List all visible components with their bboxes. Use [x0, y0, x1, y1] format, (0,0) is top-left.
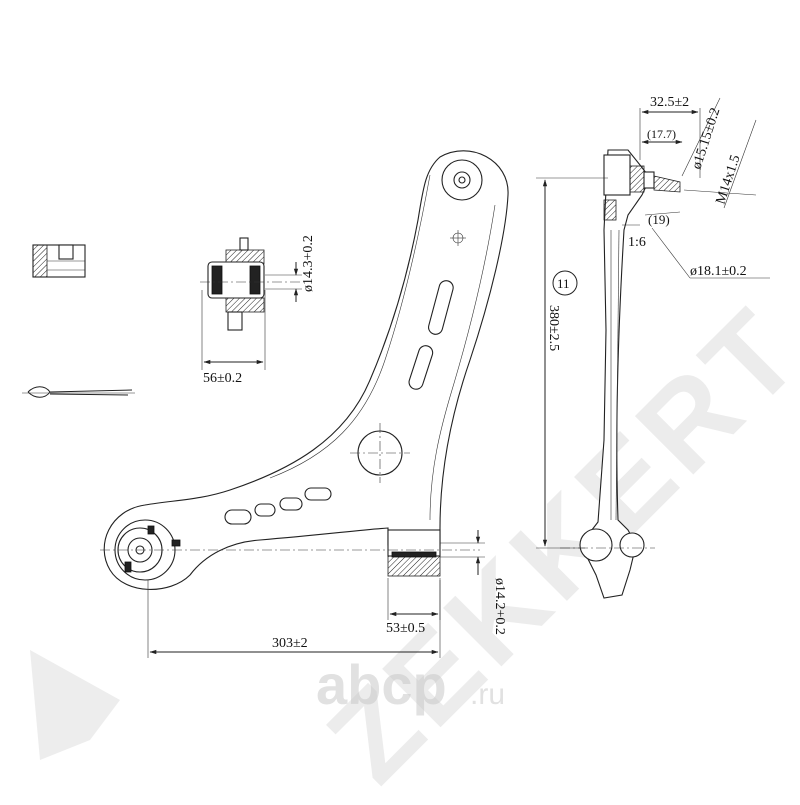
site-watermark-tld: .ru — [470, 678, 505, 711]
callout-circle — [552, 270, 578, 296]
dimension-17-7-label: (17.7) — [647, 127, 676, 141]
dimension-dia-14-2-label: ø14.2+0.2 — [492, 578, 507, 635]
dimension-dia-18-1-label: ø18.1±0.2 — [690, 264, 747, 279]
callout-number: 11 — [557, 276, 570, 291]
control-arm — [103, 150, 509, 590]
dimension-380: 380±2.5 11 — [536, 177, 608, 549]
castle-nut — [32, 244, 86, 278]
watermark-brand-text: ZEKKERT — [302, 282, 800, 800]
dimension-53-label: 53±0.5 — [386, 621, 425, 636]
dimension-32-5-label: 32.5±2 — [650, 95, 689, 110]
dimension-19-label: (19) — [648, 212, 670, 227]
dimension-303-label: 303±2 — [272, 636, 308, 651]
dimension-dia-15-15-label: ø15.15±0.2 — [690, 106, 724, 171]
site-watermark: abcp .ru — [316, 653, 505, 716]
side-view-arm — [560, 149, 681, 599]
dimension-53: 53±0.5 — [386, 578, 441, 636]
dimension-dia-14-2: ø14.2+0.2 — [440, 530, 507, 635]
site-watermark-text: abcp — [316, 653, 447, 716]
control-arm-body — [103, 150, 509, 590]
cotter-pin — [22, 386, 135, 398]
bushing-detail: 56±0.2 ø14.3+0.2 — [200, 235, 316, 386]
taper-label: 1:6 — [628, 235, 646, 250]
dimension-380-label: 380±2.5 — [546, 305, 561, 351]
rear-bushing — [387, 529, 441, 577]
dimension-dia-14-3-label: ø14.3+0.2 — [301, 235, 316, 292]
dimension-56-label: 56±0.2 — [203, 371, 242, 386]
dimension-thread-label: M14x1.5 — [714, 153, 744, 206]
